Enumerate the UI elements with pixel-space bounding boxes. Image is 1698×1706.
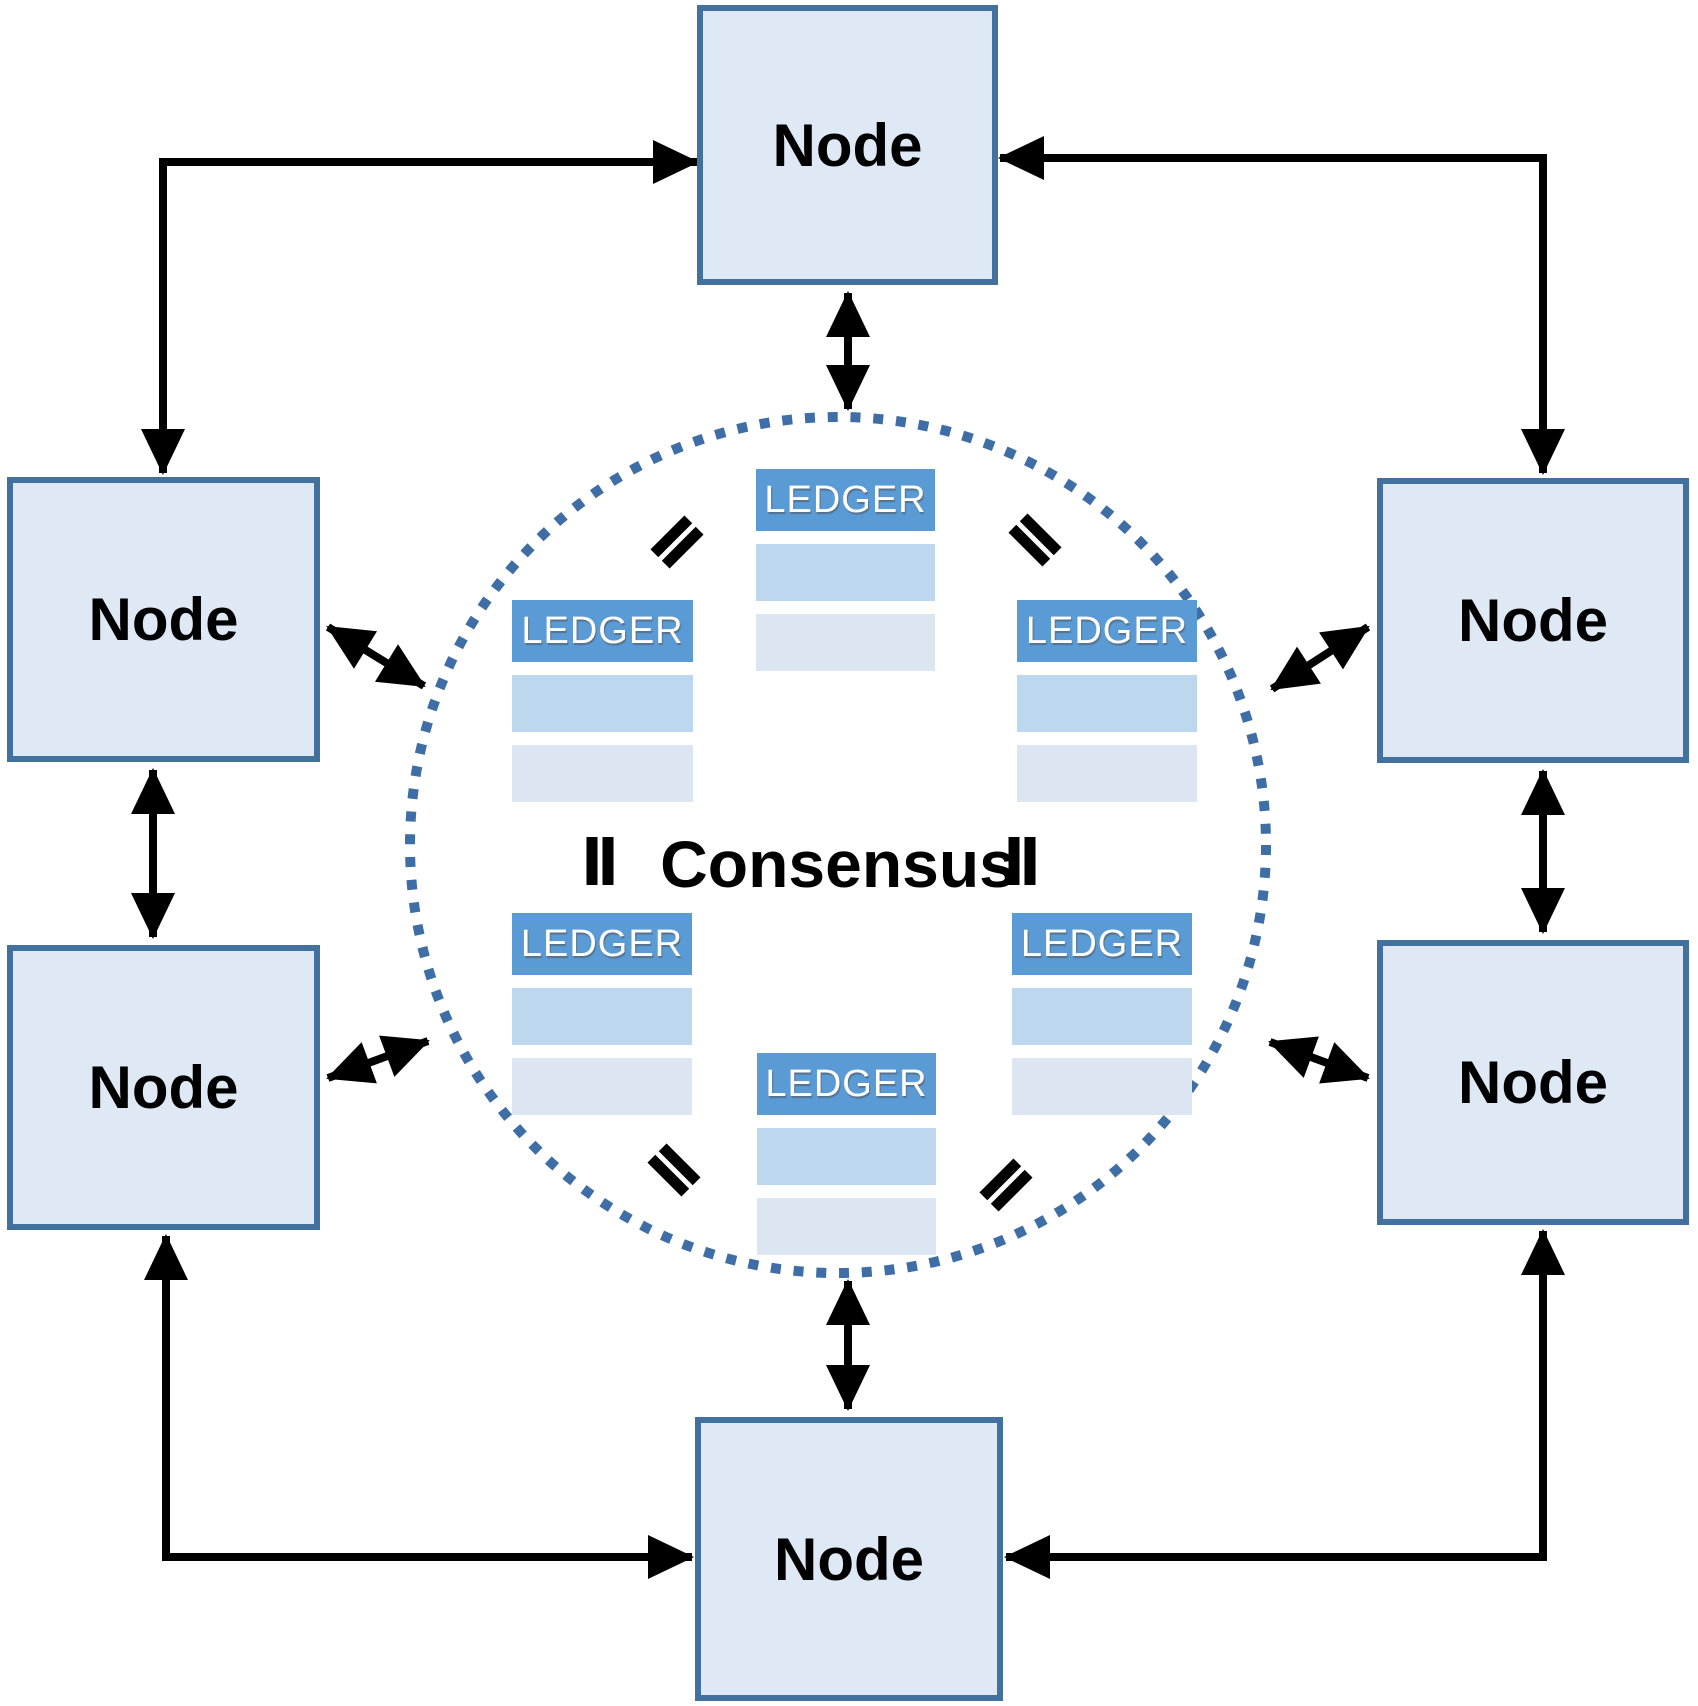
ledger-table-middle-right: LEDGER [1017,600,1197,802]
node-label: Node [772,111,923,179]
ledger-header: LEDGER [756,469,935,531]
node-box-top: Node [697,5,998,285]
node-box-bottom: Node [695,1417,1003,1701]
ledger-row [757,1198,936,1255]
ledger-row [1012,988,1192,1045]
arrow-lowerleft-node-circle [326,1035,430,1084]
arrow-topright-elbow [998,136,1565,475]
ledger-row [512,1058,692,1115]
ledger-table-bottom-left: LEDGER [512,913,692,1115]
ledger-row [512,745,693,802]
ledger-table-top: LEDGER [756,469,935,671]
ledger-header: LEDGER [512,913,692,975]
ledger-header: LEDGER [1017,600,1197,662]
node-label: Node [88,586,239,653]
consensus-circle [405,412,1271,1278]
ledger-table-bottom-right: LEDGER [1012,913,1192,1115]
arrow-lowerright-node-circle [1268,1036,1370,1084]
ledger-row [756,614,935,671]
equals-icon-bottom-left [647,1143,701,1197]
node-box-lower-left: Node [7,945,320,1230]
equals-icon-bottom-right [979,1158,1033,1212]
arrow-bottomleft-elbow [144,1234,694,1579]
arrow-upperleft-node-circle [325,623,427,690]
ledger-row [512,675,693,732]
arrow-topleft-elbow [141,140,699,475]
ledger-row [1017,745,1197,802]
ledger-header: LEDGER [1012,913,1192,975]
node-box-upper-left: Node [7,477,320,762]
ledger-table-middle-left: LEDGER [512,600,693,802]
node-label: Node [88,1054,239,1121]
node-label: Node [774,1525,924,1593]
ledger-header: LEDGER [757,1053,936,1115]
ledger-row [512,988,692,1045]
consensus-label: Consensus [660,827,1016,901]
node-label: Node [1458,587,1608,654]
ledger-table-bottom: LEDGER [757,1053,936,1255]
ledger-row [1012,1058,1192,1115]
equals-icon-middle-right [1008,837,1036,885]
ledger-row [1017,675,1197,732]
node-box-upper-right: Node [1377,478,1689,763]
arrow-bottomright-elbow [1004,1229,1565,1579]
node-label: Node [1458,1049,1608,1116]
equals-icon-top-left [650,515,704,569]
ledger-header: LEDGER [512,600,693,662]
equals-icon-top-right [1008,513,1062,567]
ledger-row [757,1128,936,1185]
equals-icon-middle-left [586,837,614,885]
ledger-row [756,544,935,601]
arrow-upperright-node-circle [1269,623,1371,693]
node-box-lower-right: Node [1377,940,1689,1225]
